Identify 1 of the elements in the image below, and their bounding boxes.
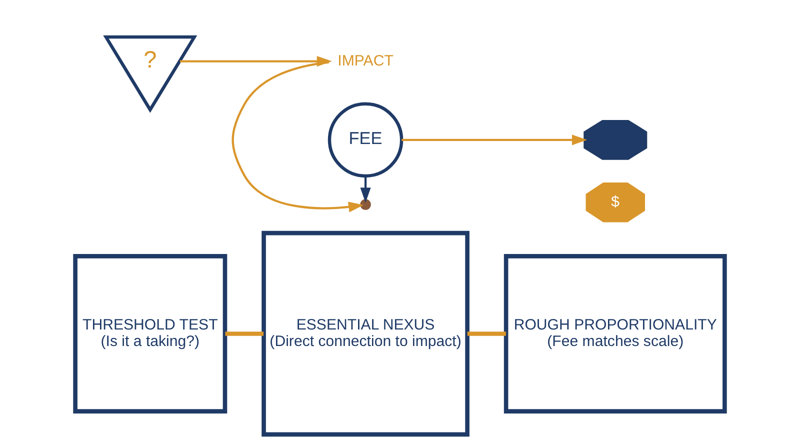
node-text: IMPACT xyxy=(338,52,394,70)
